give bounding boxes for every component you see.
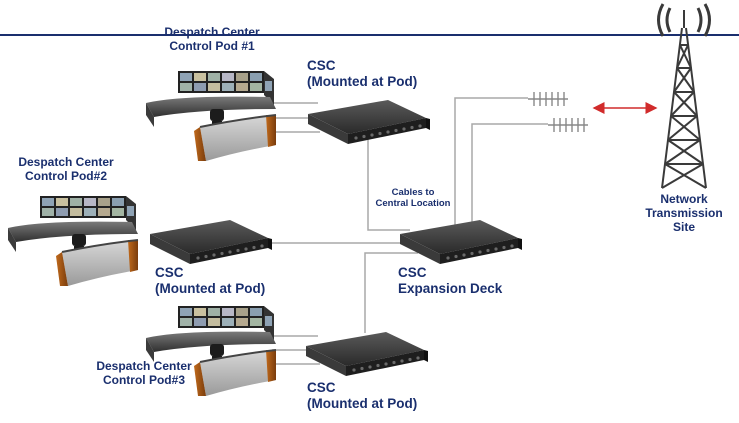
radio-tower-icon: [657, 3, 711, 189]
cables-note-label: Cables to Central Location: [368, 187, 458, 210]
pod-1-line1: Despatch Center: [164, 25, 260, 39]
pod-2-line2: Control Pod#2: [24, 168, 107, 183]
site-label: Network Transmission Site: [634, 192, 734, 234]
csc-2-line2: (Mounted at Pod): [155, 280, 266, 296]
pod-1-label: Despatch Center Control Pod #1: [152, 25, 272, 54]
site-line2: Transmission: [645, 205, 723, 220]
pod-1-line2: Control Pod #1: [169, 38, 255, 53]
antenna-array-icon: [528, 91, 568, 107]
pod-2-label: Despatch Center Control Pod#2: [6, 155, 126, 184]
cabling: [230, 97, 548, 365]
expansion-deck-label: CSC Expansion Deck: [398, 265, 502, 296]
rack-unit-icon: [150, 220, 272, 264]
pod-3-line2: Control Pod#3: [102, 372, 185, 387]
pod-3-line1: Despatch Center: [96, 359, 192, 373]
csc-1-label: CSC (Mounted at Pod): [307, 58, 417, 89]
expansion-deck-line1: CSC: [398, 265, 427, 280]
site-line1: Network: [660, 192, 708, 206]
dispatch-console-icon: [7, 195, 139, 287]
csc-3-line1: CSC: [307, 380, 336, 395]
cables-note-line1: Cables to: [391, 187, 435, 198]
pod-3-label: Despatch Center Control Pod#3: [84, 359, 204, 388]
csc-3-label: CSC (Mounted at Pod): [307, 380, 417, 411]
rack-unit-icon: [306, 332, 428, 376]
rack-unit-icon: [308, 100, 430, 144]
csc-2-label: CSC (Mounted at Pod): [155, 265, 265, 296]
rack-unit-icon: [400, 220, 522, 264]
antenna-array-icon: [548, 117, 588, 133]
site-line3: Site: [672, 219, 695, 234]
expansion-deck-line2: Expansion Deck: [398, 280, 503, 296]
dispatch-console-icon: [145, 70, 277, 162]
csc-1-line1: CSC: [307, 58, 336, 73]
csc-1-line2: (Mounted at Pod): [307, 73, 418, 89]
csc-3-line2: (Mounted at Pod): [307, 395, 418, 411]
cables-note-line2: Central Location: [375, 197, 451, 209]
csc-2-line1: CSC: [155, 265, 184, 280]
pod-2-line1: Despatch Center: [18, 155, 114, 169]
